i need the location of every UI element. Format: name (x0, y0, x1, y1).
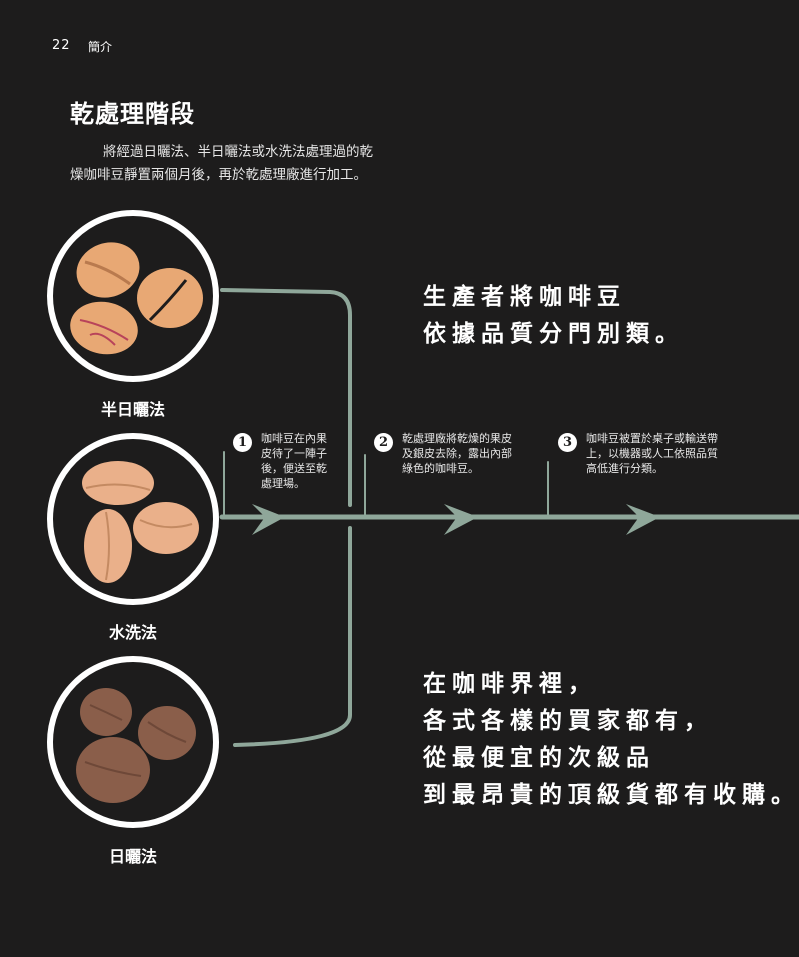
step-1-line: 咖啡豆在內果 (261, 432, 327, 445)
step-2-line: 及銀皮去除，露出內部 (402, 447, 512, 460)
step-3-text: 咖啡豆被置於桌子或輸送帶 上，以機器或人工依照品質 高低進行分類。 (586, 431, 718, 476)
step-2-number: 2 (374, 433, 393, 452)
statement-bottom-line-3: 從最便宜的次級品 (423, 744, 655, 771)
statement-bottom-line-1: 在咖啡界裡， (423, 670, 597, 697)
statement-bottom: 在咖啡界裡， 各式各樣的買家都有， 從最便宜的次級品 到最昂貴的頂級貨都有收購。 (423, 665, 799, 813)
section-name: 簡介 (88, 40, 113, 54)
statement-bottom-line-4: 到最昂貴的頂級貨都有收購。 (423, 781, 799, 808)
intro-line-1: 將經過日曬法、半日曬法或水洗法處理過的乾 (103, 144, 373, 160)
intro-paragraph: 將經過日曬法、半日曬法或水洗法處理過的乾 燥咖啡豆靜置兩個月後，再於乾處理廠進行… (70, 141, 415, 187)
flow-line-bottom (233, 526, 352, 747)
statement-top-line-2: 依據品質分門別類。 (423, 320, 684, 347)
step-3-number: 3 (558, 433, 577, 452)
statement-bottom-line-2: 各式各樣的買家都有， (423, 707, 713, 734)
step-1-text: 咖啡豆在內果 皮待了一陣子 後，便送至乾 處理場。 (261, 431, 327, 491)
intro-line-2: 燥咖啡豆靜置兩個月後，再於乾處理廠進行加工。 (70, 167, 367, 183)
step-1-line: 皮待了一陣子 (261, 447, 327, 460)
step-1-line: 後，便送至乾 (261, 462, 327, 475)
step-3-line: 上，以機器或人工依照品質 (586, 447, 718, 460)
step-1-number: 1 (233, 433, 252, 452)
semi-washed-beans-illustration (47, 210, 219, 382)
step-2-line: 綠色的咖啡豆。 (402, 462, 479, 475)
statement-top: 生產者將咖啡豆 依據品質分門別類。 (423, 278, 684, 352)
natural-beans-illustration (47, 656, 219, 828)
flow-arrow-1 (252, 504, 285, 535)
flow-arrow-2 (444, 504, 478, 535)
step-3-line: 咖啡豆被置於桌子或輸送帶 (586, 432, 718, 445)
step-2-text: 乾處理廠將乾燥的果皮 及銀皮去除，露出內部 綠色的咖啡豆。 (402, 431, 512, 476)
page-title: 乾處理階段 (70, 99, 195, 128)
washed-beans-illustration (47, 433, 219, 605)
step-1-line: 處理場。 (261, 477, 305, 490)
label-washed: 水洗法 (108, 623, 157, 642)
flow-arrow-3 (626, 504, 660, 535)
flow-line-top (220, 288, 352, 507)
step-2-line: 乾處理廠將乾燥的果皮 (402, 432, 512, 445)
statement-top-line-1: 生產者將咖啡豆 (423, 283, 626, 310)
step-3-line: 高低進行分類。 (586, 462, 663, 475)
label-semi-washed: 半日曬法 (100, 400, 165, 419)
label-natural: 日曬法 (108, 847, 157, 866)
page-number: 22 (52, 38, 71, 53)
